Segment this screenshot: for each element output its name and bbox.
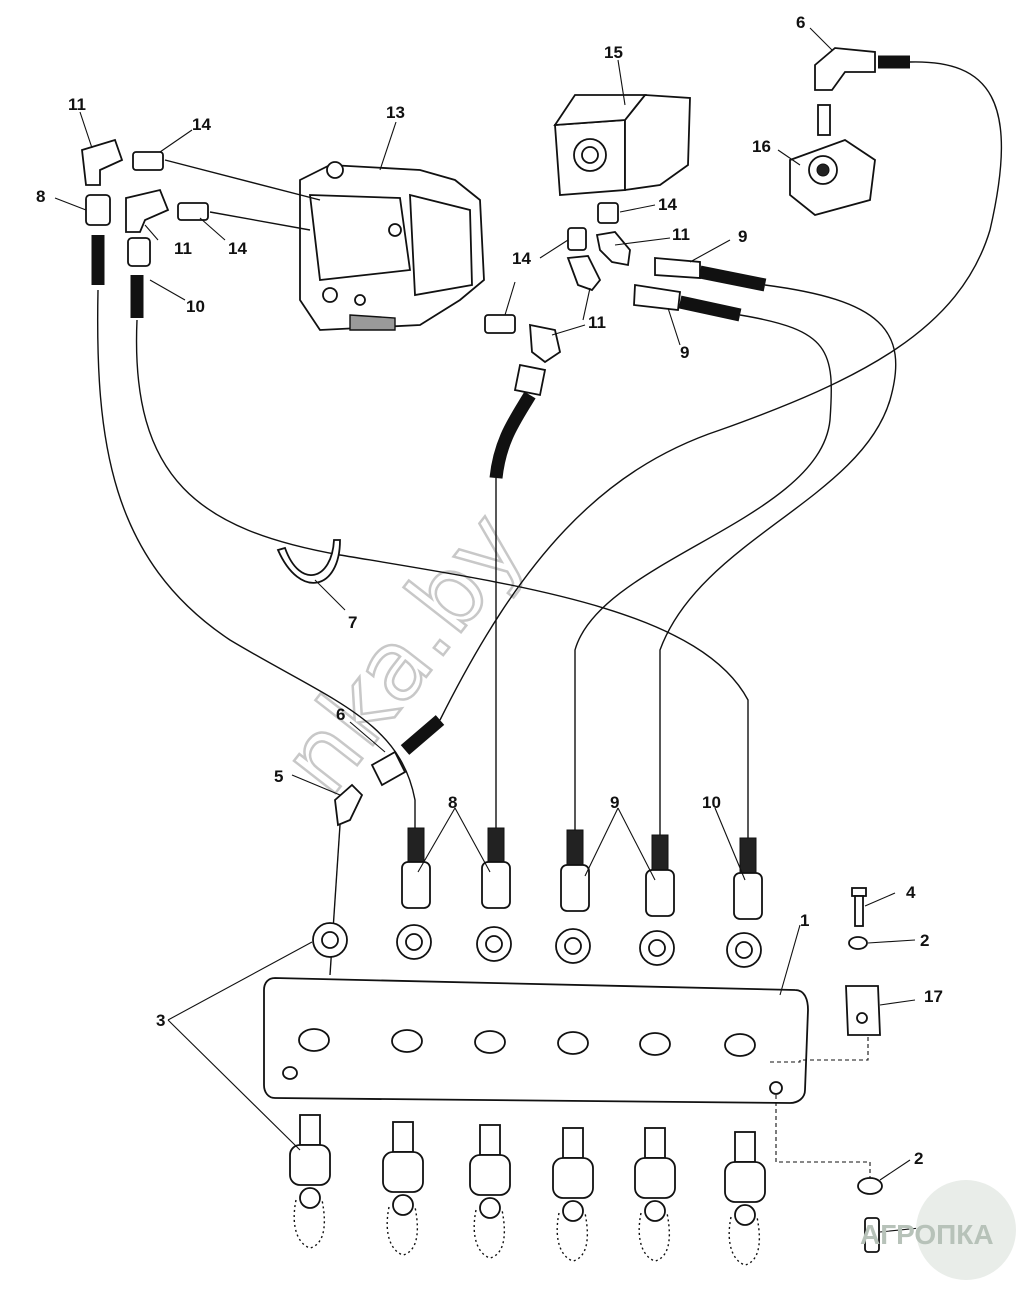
- callout-6-a: 6: [796, 13, 805, 32]
- callout-5: 5: [274, 767, 283, 786]
- callout-8-a: 8: [36, 187, 45, 206]
- upper-left-fittings: [81, 138, 321, 267]
- callout-9-b: 9: [680, 343, 689, 362]
- agropka-logo: АГРОПКА: [860, 1180, 1016, 1280]
- callout-11-d: 11: [588, 313, 606, 332]
- callout-4: 3: [156, 1011, 165, 1030]
- callout-labels: 11 14 13 15 6 16 8 11 14 10 14 11 9 14 1…: [36, 13, 961, 1236]
- callout-7: 7: [348, 613, 357, 632]
- gear-pump-16: [789, 104, 876, 216]
- hydraulic-pump-13: [299, 161, 485, 331]
- callout-13: 13: [386, 103, 405, 122]
- bracket-hardware: [845, 887, 883, 1253]
- fitting-6-upper: [814, 47, 876, 91]
- callout-11-b: 11: [174, 239, 192, 258]
- callout-9-a: 9: [738, 227, 747, 246]
- pump15-fittings: [484, 202, 701, 397]
- callout-10-b: 10: [702, 793, 721, 812]
- callout-14-a: 14: [192, 115, 211, 134]
- callout-8-b: 8: [448, 793, 457, 812]
- callout-16: 16: [752, 137, 771, 156]
- callout-11-a: 11: [68, 95, 86, 114]
- thick-hose-segments: [91, 55, 910, 755]
- callout-11-c: 11: [672, 225, 690, 244]
- coupler-plate-1: [263, 977, 871, 1178]
- leader-lines: [54, 27, 941, 1233]
- gear-pump-15: [553, 94, 691, 196]
- callout-2-a: 2: [920, 931, 929, 950]
- callout-6-b: 6: [336, 705, 345, 724]
- callout-17: 17: [924, 987, 943, 1006]
- lock-nuts-4: [312, 922, 762, 968]
- callout-15: 15: [604, 43, 623, 62]
- hose-runs: [97, 61, 1003, 838]
- callout-14-b: 14: [228, 239, 247, 258]
- quick-couplers: [289, 1114, 766, 1266]
- hose-clamp-7: [276, 539, 341, 584]
- callout-3: 4: [906, 883, 916, 902]
- callout-14-c: 14: [658, 195, 677, 214]
- logo-text: АГРОПКА: [860, 1219, 994, 1250]
- callout-9-c: 9: [610, 793, 619, 812]
- callout-2-b: 2: [914, 1149, 923, 1168]
- callout-1: 1: [800, 911, 809, 930]
- callout-14-d: 14: [512, 249, 531, 268]
- coupler-hose-ends: [401, 827, 763, 920]
- callout-10-a: 10: [186, 297, 205, 316]
